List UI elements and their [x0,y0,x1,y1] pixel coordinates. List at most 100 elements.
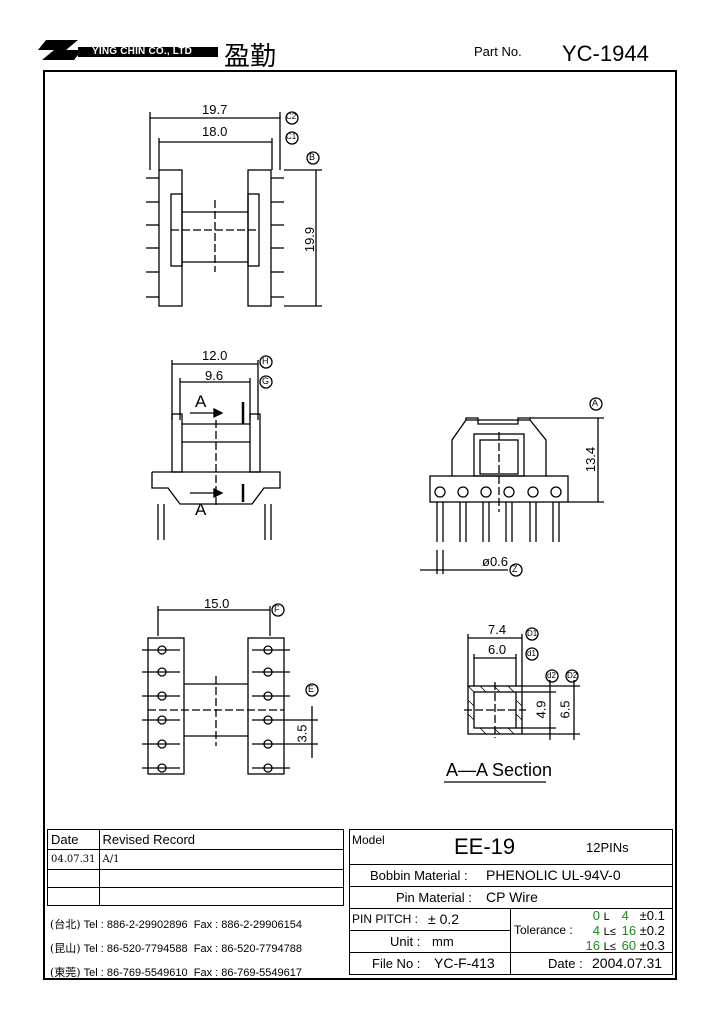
dim-top-inner: 18.0 [202,124,228,139]
model-label: Model [352,833,385,847]
contact-row: (東莞) Tel : 86-769-5549610 Fax : 86-769-5… [50,961,344,985]
dim-top-outer: 19.7 [202,102,228,117]
tag-b: B [309,152,316,162]
tolerance-lo: 16 [585,938,600,953]
tag-h: H [262,356,269,366]
spec-block: Model EE-19 12PINs Bobbin Material : PHE… [349,829,673,975]
contact-region: (東莞) [50,966,81,979]
dim-bottom-pitch: 3.5 [294,724,310,743]
revision-table: Date Revised Record 04.07.31 A/1 [47,829,345,906]
file-no-label: File No : [372,956,421,971]
tag-d1: d1 [527,649,536,658]
tag-d2: d2 [547,671,556,680]
tolerance-row: 4 L≤ 16±0.2 [584,924,665,939]
dim-section-d2-inner: 4.9 [533,700,549,719]
tolerance-lo: 4 [592,923,600,938]
dim-pin-diameter: ø0.6 [482,554,509,569]
tag-e: E [308,684,315,694]
bobbin-row: Bobbin Material : PHENOLIC UL-94V-0 [350,864,672,887]
section-mark-bottom: A [195,500,207,519]
contact-tel: Tel : 86-520-7794588 [83,943,188,955]
revision-date-header: Date [47,829,100,850]
top-view-pins-right [271,177,284,298]
tolerance-hi: 16 [621,923,637,938]
model-value: EE-19 [454,834,516,859]
top-view-pins-left [146,177,159,298]
model-row: Model EE-19 12PINs [350,830,672,865]
pin-material-row: Pin Material : CP Wire [350,886,672,909]
contact-tel: Tel : 86-769-5549610 [83,967,188,979]
dim-section-d1-outer: 7.4 [488,622,507,637]
bobbin-value: PHENOLIC UL-94V-0 [486,867,621,883]
dim-side-inner: 9.6 [205,368,224,383]
logo-mark-icon [38,40,218,60]
revision-record: A/1 [98,849,345,870]
tolerance-row: 16 L≤ 60±0.3 [584,939,665,954]
revision-record-header: Revised Record [98,829,345,850]
revision-date [47,887,100,906]
revision-date: 04.07.31 [47,849,100,870]
contact-tel: Tel : 886-2-29902896 [83,919,188,931]
section-view [444,627,580,783]
company-name: YING CHIN CO., LTD [92,46,193,57]
drawing-frame [43,70,677,980]
dim-section-d1-inner: 6.0 [488,642,507,657]
bobbin-label: Bobbin Material : [370,868,468,883]
company-name-cn: 盈勤 [224,42,277,72]
tolerance-label: Tolerance : [514,923,573,937]
dim-side-outer: 12.0 [202,348,228,363]
side-view [151,355,281,540]
contact-fax: Fax : 86-769-5549617 [193,967,302,979]
contact-fax: Fax : 886-2-29906154 [193,919,302,931]
end-view [420,397,604,577]
tolerance-lo: 0 [592,908,600,923]
part-no-label: Part No. [474,44,522,59]
tolerance-mid: L [603,911,610,923]
unit-value: mm [432,934,454,949]
pin-material-value: CP Wire [486,889,538,905]
dim-bottom-width: 15.0 [204,596,230,611]
tag-c2: C2 [286,112,297,121]
contact-row: (昆山) Tel : 86-520-7794588 Fax : 86-520-7… [50,937,344,961]
section-mark-top: A [195,392,207,411]
bottom-view-pins-right [252,645,290,773]
tag-D2: D2 [567,671,578,680]
dim-end-height: 13.4 [583,446,599,473]
tag-z: Z [512,564,518,574]
pin-material-label: Pin Material : [396,890,472,905]
revision-date [47,869,100,888]
pin-pitch-value: ± 0.2 [428,911,460,927]
tolerance-hi: 4 [621,908,629,923]
tag-g: G [262,376,270,386]
tag-c1: C1 [286,132,297,141]
tag-a: A [592,398,599,408]
file-no-value: YC-F-413 [434,955,495,971]
tag-f: F [274,604,280,614]
date-cell: Date : 2004.07.31 [510,952,672,974]
tolerance-mid: L≤ [603,941,616,953]
top-view [146,111,322,307]
tolerance-mid: L≤ [603,926,616,938]
part-no-value: YC-1944 [562,41,649,66]
tag-D1: D1 [527,629,538,638]
pin-pitch-label: PIN PITCH : [352,912,419,926]
tolerance-value: ±0.1 [639,908,665,923]
table-row [47,869,345,888]
date-value: 2004.07.31 [592,955,663,971]
contacts: (台北) Tel : 886-2-29902896 Fax : 886-2-29… [50,913,344,985]
contact-row: (台北) Tel : 886-2-29902896 Fax : 886-2-29… [50,913,344,937]
table-row [47,887,345,906]
revision-record [98,869,345,888]
tolerance-hi: 60 [621,938,637,953]
contact-region: (台北) [50,918,81,931]
pitch-unit-col: PIN PITCH : ± 0.2 Unit : mm File No : YC… [350,908,511,974]
contact-region: (昆山) [50,942,81,955]
tolerance-value: ±0.2 [639,923,665,938]
dim-section-d2-outer: 6.5 [557,700,573,719]
dim-top-height: 19.9 [302,226,318,253]
company-logo: YING CHIN CO., LTD [38,36,218,64]
tolerance-value: ±0.3 [639,938,665,953]
